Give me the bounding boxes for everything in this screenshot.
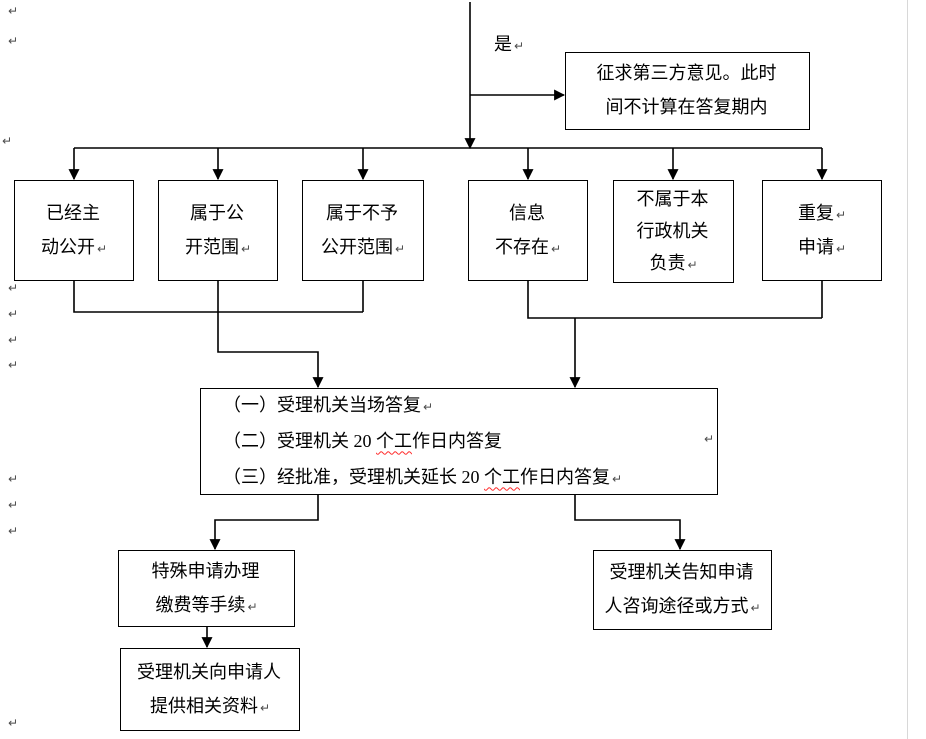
box-line: 不属于本 [637, 184, 711, 216]
box-line-text: 属于不予 [326, 202, 398, 223]
box-line: 动公开↵ [41, 231, 107, 265]
box-line-text: 征求第三方意见。此时 [596, 63, 777, 83]
paragraph-mark: ↵ [96, 241, 108, 256]
box-line-text: 申请 [797, 236, 834, 257]
box-line-text: 受理机关向申请人 [137, 661, 281, 682]
box-line-text: 人咨询途径或方式 [604, 596, 749, 616]
connector-right-merge [527, 281, 823, 387]
paragraph-mark: ↵ [835, 207, 847, 222]
flow-box-info-not-exist[interactable]: 信息 不存在↵ [468, 180, 588, 281]
paragraph-mark: ↵ [835, 241, 847, 256]
flow-box-not-within-scope[interactable]: 属于不予 公开范围↵ [302, 180, 424, 281]
flow-box-special-procedure[interactable]: 特殊申请办理 缴费等手续↵ [118, 550, 295, 627]
reply-text: （一）受理机关当场答复 [223, 394, 421, 415]
box-line: 特殊申请办理 [152, 555, 262, 589]
box-line-text: 已经主 [46, 202, 100, 223]
box-line-text: 行政机关 [636, 220, 709, 241]
reply-option-3: （三）经批准，受理机关延长 20 个工作日内答复↵ [223, 460, 622, 496]
reply-text-post: 作日内答复 [520, 466, 610, 487]
paragraph-mark: ↵ [612, 471, 623, 486]
paragraph-mark: ↵ [550, 241, 562, 256]
connector-main-to-special [209, 495, 319, 551]
paragraph-mark: ↵ [2, 134, 13, 148]
box-line-text: 开范围 [184, 236, 239, 257]
paragraph-mark: ↵ [259, 700, 271, 715]
box-line-text: 间不计算在答复期内 [605, 97, 768, 117]
box-line-text: 重复 [797, 202, 834, 223]
flow-box-reply-methods[interactable]: （一）受理机关当场答复↵ （二）受理机关 20 个工作日内答复 （三）经批准，受… [200, 388, 718, 495]
box-line: 受理机关告知申请 [610, 556, 756, 590]
box-line-text: 不属于本 [636, 188, 709, 209]
box-line-text: 动公开 [40, 236, 95, 257]
paragraph-mark: ↵ [750, 601, 761, 615]
paragraph-mark: ↵ [8, 716, 19, 730]
box-line: 开范围↵ [185, 231, 251, 265]
flow-box-third-party-opinion[interactable]: 征求第三方意见。此时 间不计算在答复期内 [565, 52, 810, 130]
page-edge [907, 0, 908, 739]
box-line-text: 提供相关资料 [149, 695, 258, 716]
box-line: 行政机关 [637, 216, 711, 248]
reply-option-1: （一）受理机关当场答复↵ [223, 388, 433, 424]
paragraph-mark: ↵ [704, 432, 715, 446]
paragraph-mark: ↵ [8, 281, 19, 295]
paragraph-mark: ↵ [8, 472, 19, 486]
paragraph-mark: ↵ [8, 4, 19, 18]
box-line: 征求第三方意见。此时 [597, 57, 779, 91]
box-line: 间不计算在答复期内 [606, 91, 770, 125]
box-line: 人咨询途径或方式↵ [604, 590, 760, 624]
yes-label: 是 [494, 34, 512, 54]
box-line-text: 缴费等手续 [155, 594, 246, 615]
paragraph-mark: ↵ [8, 524, 19, 538]
box-line: 信息 [509, 197, 547, 231]
paragraph-mark: ↵ [8, 498, 19, 512]
connector-left-merge [73, 281, 364, 387]
box-line: 申请↵ [798, 231, 846, 265]
box-line-text: 属于公 [190, 202, 244, 223]
box-line-text: 特殊申请办理 [151, 560, 260, 581]
box-line: 缴费等手续↵ [155, 589, 257, 623]
yes-label-group: 是↵ [494, 30, 524, 56]
box-line: 负责↵ [649, 248, 697, 280]
box-line-text: 不存在 [494, 236, 549, 257]
box-line: 公开范围↵ [321, 231, 405, 265]
box-line-text: 信息 [509, 202, 545, 223]
box-line: 受理机关向申请人 [137, 656, 283, 690]
box-line: 属于公 [190, 197, 246, 231]
flow-box-repeat-request[interactable]: 重复↵ 申请↵ [762, 180, 882, 281]
connector-main-to-inform [574, 495, 686, 551]
paragraph-mark: ↵ [514, 39, 525, 53]
box-line: 提供相关资料↵ [150, 690, 270, 724]
flow-box-within-scope[interactable]: 属于公 开范围↵ [158, 180, 278, 281]
paragraph-mark: ↵ [423, 399, 434, 414]
box-line-text: 负责 [649, 252, 686, 273]
reply-text: （三）经批准，受理机关延长 20 [223, 466, 484, 487]
reply-text-post: 作日内答复 [412, 430, 502, 451]
box-line-text: 公开范围 [320, 236, 393, 257]
paragraph-mark: ↵ [247, 599, 258, 614]
reply-text: （二）受理机关 20 [223, 430, 376, 451]
box-line-text: 受理机关告知申请 [609, 562, 754, 582]
paragraph-mark: ↵ [8, 333, 19, 347]
spellcheck-underline: 个工 [376, 430, 412, 451]
paragraph-mark: ↵ [687, 257, 698, 272]
paragraph-mark: ↵ [394, 241, 406, 256]
box-line: 属于不予 [326, 197, 400, 231]
paragraph-mark: ↵ [8, 307, 19, 321]
paragraph-mark: ↵ [240, 241, 252, 256]
paragraph-mark: ↵ [8, 34, 19, 48]
flow-box-already-disclosed[interactable]: 已经主 动公开↵ [14, 180, 134, 281]
box-line: 已经主 [46, 197, 102, 231]
spellcheck-underline: 个工 [484, 466, 520, 487]
flow-box-provide-materials[interactable]: 受理机关向申请人 提供相关资料↵ [120, 648, 300, 731]
reply-option-2: （二）受理机关 20 个工作日内答复 [223, 424, 504, 460]
box-line: 不存在↵ [495, 231, 561, 265]
flow-box-not-responsible[interactable]: 不属于本 行政机关 负责↵ [613, 180, 734, 283]
box-line: 重复↵ [798, 197, 846, 231]
paragraph-mark: ↵ [8, 358, 19, 372]
flow-box-inform-channels[interactable]: 受理机关告知申请 人咨询途径或方式↵ [593, 550, 772, 630]
